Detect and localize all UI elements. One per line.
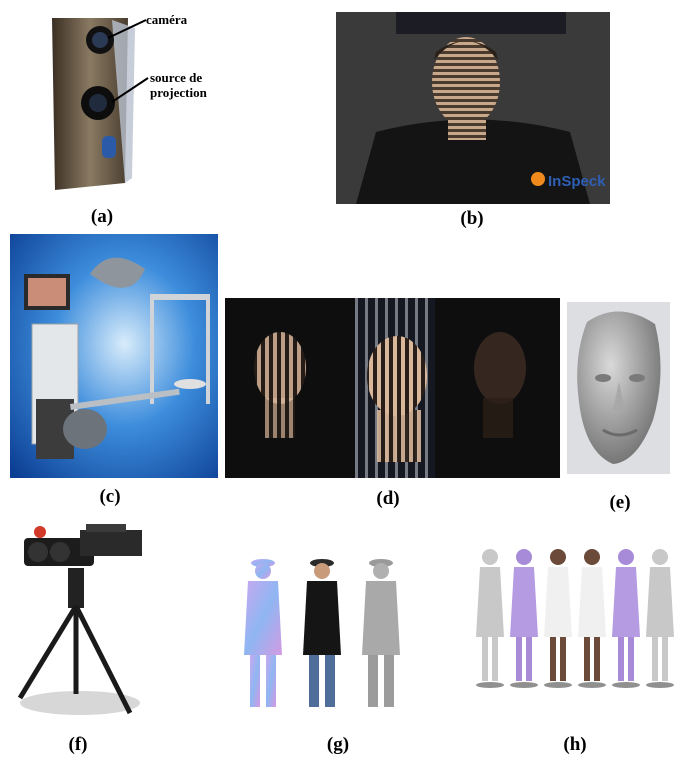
panel-a-scanner-image [40, 8, 140, 198]
panel-f-camera-tripod-image [10, 518, 160, 728]
scan-figure [476, 549, 504, 688]
caption-g: (g) [326, 734, 350, 755]
camera-label: caméra [146, 12, 188, 27]
panel-e-face-mesh-image [567, 302, 670, 474]
scan-figure [510, 549, 538, 688]
caption-f: (f) [68, 734, 88, 755]
panel-h-rotated-scans-image [476, 545, 674, 695]
caption-h: (h) [563, 734, 587, 755]
caption-b: (b) [460, 208, 484, 229]
panel-g-body-scans-image [228, 555, 416, 715]
caption-d: (d) [376, 488, 400, 509]
inspeck-logo: InSpeck [548, 173, 606, 190]
scan-figure [646, 549, 674, 688]
scan-figure [578, 549, 606, 688]
scan-figure [544, 549, 572, 688]
panel-d-face-mirrors-image [225, 298, 560, 478]
projector-label-line2: projection [150, 85, 207, 100]
panel-b-striped-person-image: InSpeck [336, 12, 610, 204]
annotation-pointer-lines [107, 19, 149, 103]
caption-a: (a) [90, 206, 114, 227]
panel-c-scanning-studio-image [10, 234, 218, 478]
caption-e: (e) [609, 492, 631, 513]
scan-figure [612, 549, 640, 688]
caption-c: (c) [99, 486, 121, 507]
projector-label-line1: source de [150, 70, 203, 85]
